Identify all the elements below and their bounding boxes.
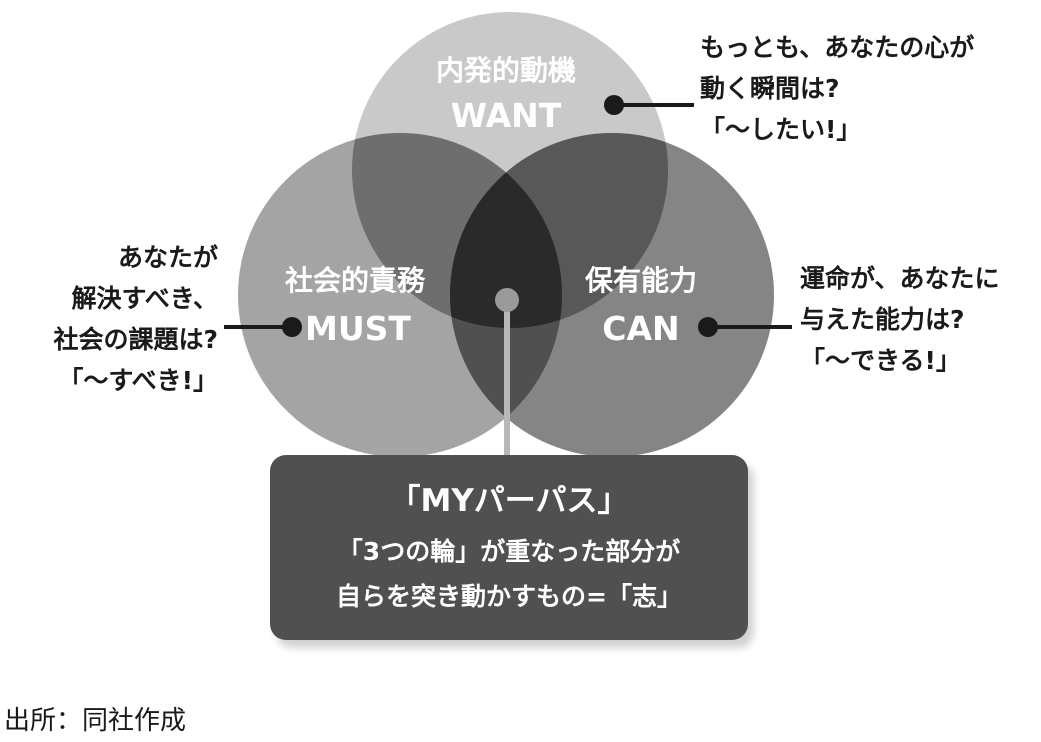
want-title-jp: 内発的動機	[436, 54, 576, 87]
want-annotation-line: もっとも、あなたの心が	[700, 33, 975, 62]
want-annotation-line: 動く瞬間は?	[700, 74, 840, 103]
can-title-en: CAN	[602, 309, 679, 348]
can-connector-dot	[698, 317, 718, 337]
must-annotation-line: 解決すべき、	[71, 284, 218, 313]
want-annotation: もっとも、あなたの心が 動く瞬間は? 「〜したい!」	[700, 27, 974, 150]
can-annotation-line: 「〜できる!」	[800, 346, 961, 375]
must-annotation: あなたが 解決すべき、 社会の課題は? 「〜すべき!」	[0, 237, 218, 401]
purpose-title: 「MYパーパス」	[389, 483, 629, 519]
must-connector-dot	[282, 317, 302, 337]
want-connector-dot	[604, 95, 624, 115]
can-title-jp: 保有能力	[585, 264, 697, 297]
center-connector-dot	[495, 288, 519, 312]
can-annotation: 運命が、あなたに 与えた能力は? 「〜できる!」	[800, 258, 1000, 381]
center-overlap	[450, 133, 562, 328]
purpose-description-line: 「3つの輪」が重なった部分が	[337, 537, 681, 566]
source-note: 出所：同社作成	[4, 706, 187, 736]
want-title-en: WANT	[451, 96, 562, 135]
must-title-en: MUST	[305, 309, 411, 348]
my-purpose-box: 「MYパーパス」 「3つの輪」が重なった部分が 自らを突き動かすもの=「志」	[270, 455, 748, 640]
must-annotation-line: 「〜すべき!」	[58, 366, 218, 395]
purpose-description-line: 自らを突き動かすもの=「志」	[336, 582, 682, 611]
can-annotation-line: 運命が、あなたに	[800, 264, 1000, 293]
must-annotation-line: あなたが	[117, 243, 218, 272]
must-title-jp: 社会的責務	[285, 264, 426, 297]
want-annotation-line: 「〜したい!」	[700, 115, 862, 144]
can-annotation-line: 与えた能力は?	[800, 305, 965, 334]
must-annotation-line: 社会の課題は?	[53, 325, 218, 354]
